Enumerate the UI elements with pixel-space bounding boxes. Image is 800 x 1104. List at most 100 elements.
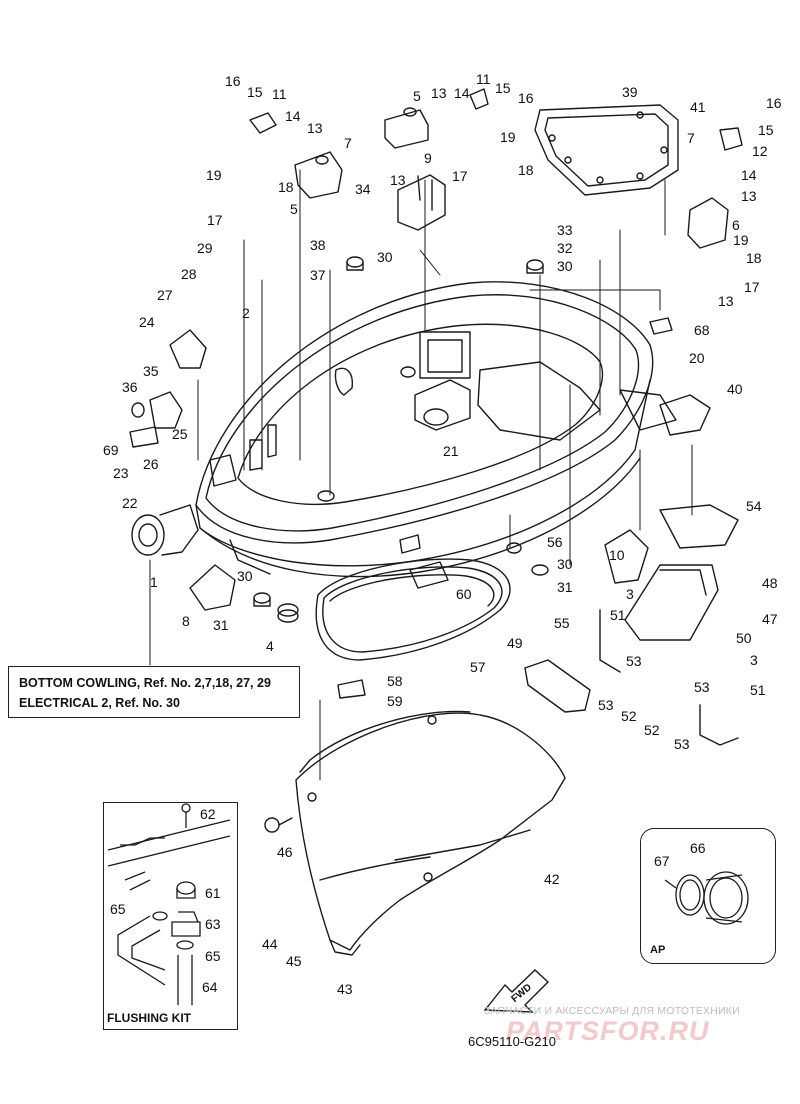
callout: 14 (454, 85, 470, 101)
callout-numbers: 16 15 11 14 13 7 5 13 14 11 15 16 19 9 1… (103, 71, 782, 997)
callout: 54 (746, 498, 762, 514)
callout: 46 (277, 844, 293, 860)
callout: 22 (122, 495, 138, 511)
callout: 19 (206, 167, 222, 183)
callout: 47 (762, 611, 778, 627)
callout: 61 (205, 885, 221, 901)
bottom-cowling-body (195, 281, 677, 578)
callout: 44 (262, 936, 278, 952)
callout: 58 (387, 673, 403, 689)
callout: 16 (518, 90, 534, 106)
callout: 63 (205, 916, 221, 932)
seal-57 (315, 558, 511, 661)
callout: 1 (150, 574, 158, 590)
callout: 19 (733, 232, 749, 248)
callout: 6 (732, 217, 740, 233)
callout: 53 (694, 679, 710, 695)
callout: 62 (200, 806, 216, 822)
callout: 67 (654, 853, 670, 869)
callout: 49 (507, 635, 523, 651)
callout: 48 (762, 575, 778, 591)
callout: 3 (750, 652, 758, 668)
callout: 38 (310, 237, 326, 253)
callout: 42 (544, 871, 560, 887)
callout: 15 (247, 84, 263, 100)
callout: 21 (443, 443, 459, 459)
callout: 41 (690, 99, 706, 115)
callout: 65 (205, 948, 221, 964)
callout: 28 (181, 266, 197, 282)
cover-39 (534, 104, 679, 196)
callout: 14 (741, 167, 757, 183)
callout: 30 (557, 258, 573, 274)
callout: 10 (609, 547, 625, 563)
flushing-kit-label: FLUSHING KIT (107, 1011, 191, 1025)
callout: 15 (758, 122, 774, 138)
callout: 23 (113, 465, 129, 481)
callout: 51 (610, 607, 626, 623)
callout: 29 (197, 240, 213, 256)
callout: 45 (286, 953, 302, 969)
callout: 69 (103, 442, 119, 458)
callout: 18 (746, 250, 762, 266)
callout: 13 (307, 120, 323, 136)
callout: 35 (143, 363, 159, 379)
callout: 24 (139, 314, 155, 330)
callout: 14 (285, 108, 301, 124)
ap-inset-label: AP (650, 944, 666, 956)
callout: 50 (736, 630, 752, 646)
callout: 16 (225, 73, 241, 89)
callout: 5 (413, 88, 421, 104)
apron-cover (295, 710, 566, 956)
flushing-kit-frame (103, 802, 238, 1030)
callout: 30 (557, 556, 573, 572)
small-components (129, 88, 743, 833)
callout: 33 (557, 222, 573, 238)
watermark-text: ЗАПЧАСТИ И АКСЕССУАРЫ ДЛЯ МОТОТЕХНИКИ (484, 1005, 740, 1017)
callout: 18 (278, 179, 294, 195)
callout: 39 (622, 84, 638, 100)
callout: 52 (621, 708, 637, 724)
callout: 34 (355, 181, 371, 197)
callout: 11 (272, 86, 287, 102)
callout: 37 (310, 267, 326, 283)
callout: 9 (424, 150, 432, 166)
callout: 53 (674, 736, 690, 752)
callout: 53 (626, 653, 642, 669)
callout: 2 (242, 305, 250, 321)
callout: 17 (452, 168, 468, 184)
callout: 59 (387, 693, 403, 709)
callout: 56 (547, 534, 563, 550)
callout: 31 (557, 579, 573, 595)
callout: 36 (122, 379, 138, 395)
callout: 3 (626, 586, 634, 602)
flushing-kit-drawing (107, 803, 231, 1005)
callout: 17 (744, 279, 760, 295)
callout: 31 (213, 617, 229, 633)
callout: 4 (266, 638, 274, 654)
catalog-number: 6C95110-G210 (468, 1034, 556, 1049)
leader-lines (149, 169, 693, 781)
ap-hose-clamp-drawing (664, 871, 749, 925)
callout: 20 (689, 350, 705, 366)
callout: 30 (377, 249, 393, 265)
callout: 55 (554, 615, 570, 631)
callout: 25 (172, 426, 188, 442)
callout: 43 (337, 981, 353, 997)
callout: 64 (202, 979, 218, 995)
forward-arrow-icon: FWD (483, 969, 550, 1013)
callout: 51 (750, 682, 766, 698)
callout: 26 (143, 456, 159, 472)
callout: 13 (431, 85, 447, 101)
callout: 19 (500, 129, 516, 145)
callout: 13 (718, 293, 734, 309)
callout: 60 (456, 586, 472, 602)
watermark-logo: PARTSFOR.RU (506, 1016, 710, 1046)
callout: 11 (476, 71, 491, 87)
callout: 7 (687, 130, 695, 146)
callout: 18 (518, 162, 534, 178)
callout: 30 (237, 568, 253, 584)
callout: 7 (344, 135, 352, 151)
reference-line-bottom-cowling: BOTTOM COWLING, Ref. No. 2,7,18, 27, 29 (19, 676, 271, 690)
